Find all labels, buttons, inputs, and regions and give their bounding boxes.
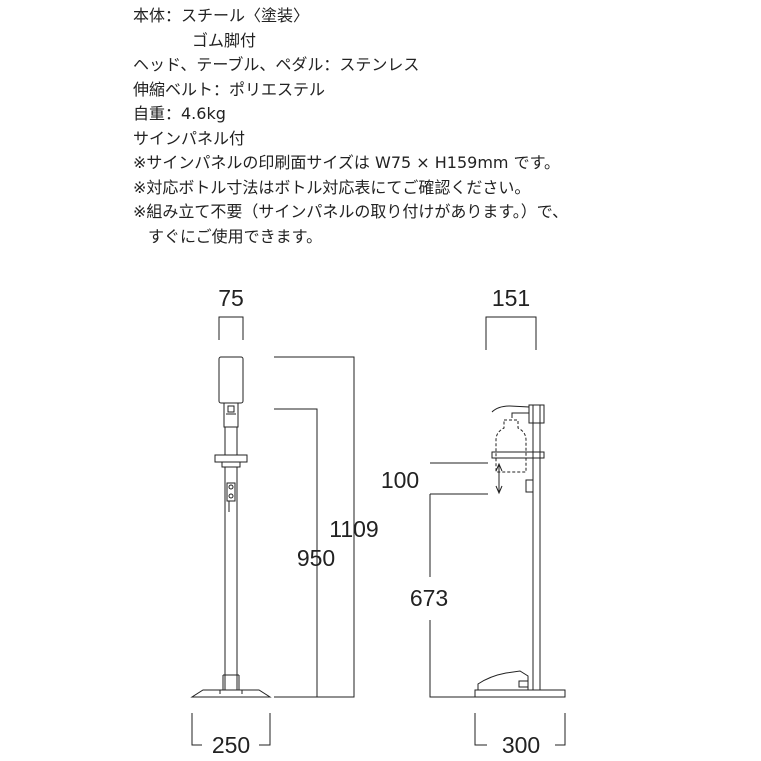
belt-bracket	[226, 482, 236, 502]
front-base-width-right	[259, 713, 271, 746]
side-base-width-left	[474, 713, 487, 746]
spec-weight: 自重：4.6kg	[133, 104, 226, 123]
side-top-width-line	[485, 316, 537, 350]
side-pedal-height-label: 673	[410, 585, 448, 611]
bottle-outline	[495, 419, 527, 473]
pedal-dim-line	[429, 620, 478, 698]
pedal	[477, 670, 529, 690]
dispenser-head	[223, 402, 239, 428]
side-head-plate	[528, 404, 545, 424]
spec-rubber-feet: ゴム脚付	[192, 30, 257, 50]
side-view	[429, 316, 566, 746]
note-bottle-size: ※対応ボトル寸法はボトル対応表にてご確認ください。	[133, 177, 531, 197]
side-base-width-label: 300	[502, 732, 540, 758]
spec-list: 本体：スチール〈塗装〉 ゴム脚付 ヘッド、テーブル、ペダル：ステンレス 伸縮ベル…	[133, 4, 568, 249]
side-bottle-height-label: 100	[381, 467, 419, 493]
front-top-width-label: 75	[218, 285, 244, 311]
side-bracket	[525, 479, 534, 493]
side-base	[474, 689, 566, 698]
front-top-width-line	[218, 316, 244, 340]
front-view	[190, 316, 355, 746]
front-height-table-line	[274, 408, 318, 697]
note-no-assembly: ※組み立て不要（サインパネルの取り付けがあります。）で、	[133, 202, 569, 221]
table-plate	[214, 454, 248, 463]
front-base-width-left	[191, 713, 202, 746]
spec-sign-panel: サインパネル付	[133, 128, 246, 148]
side-base-width-right	[555, 713, 566, 746]
sign-panel	[218, 356, 244, 404]
note-print-size: ※サインパネルの印刷面サイズは W75 × H159mm です。	[133, 153, 560, 172]
front-base	[190, 689, 272, 698]
spec-belt-material: 伸縮ベルト：ポリエステル	[133, 79, 326, 99]
spec-head-material: ヘッド、テーブル、ペダル：ステンレス	[133, 55, 420, 74]
pump-nozzle	[491, 405, 530, 418]
note-ready-to-use: すぐにご使用できます。	[148, 226, 323, 246]
front-table-height-label: 950	[297, 545, 335, 571]
side-top-width-label: 151	[492, 285, 530, 311]
spec-body-material: 本体：スチール〈塗装〉	[133, 6, 310, 25]
front-total-height-label: 1109	[329, 516, 378, 542]
front-base-width-label: 250	[212, 732, 250, 758]
side-table	[491, 451, 545, 459]
front-height-total-line	[274, 356, 355, 698]
